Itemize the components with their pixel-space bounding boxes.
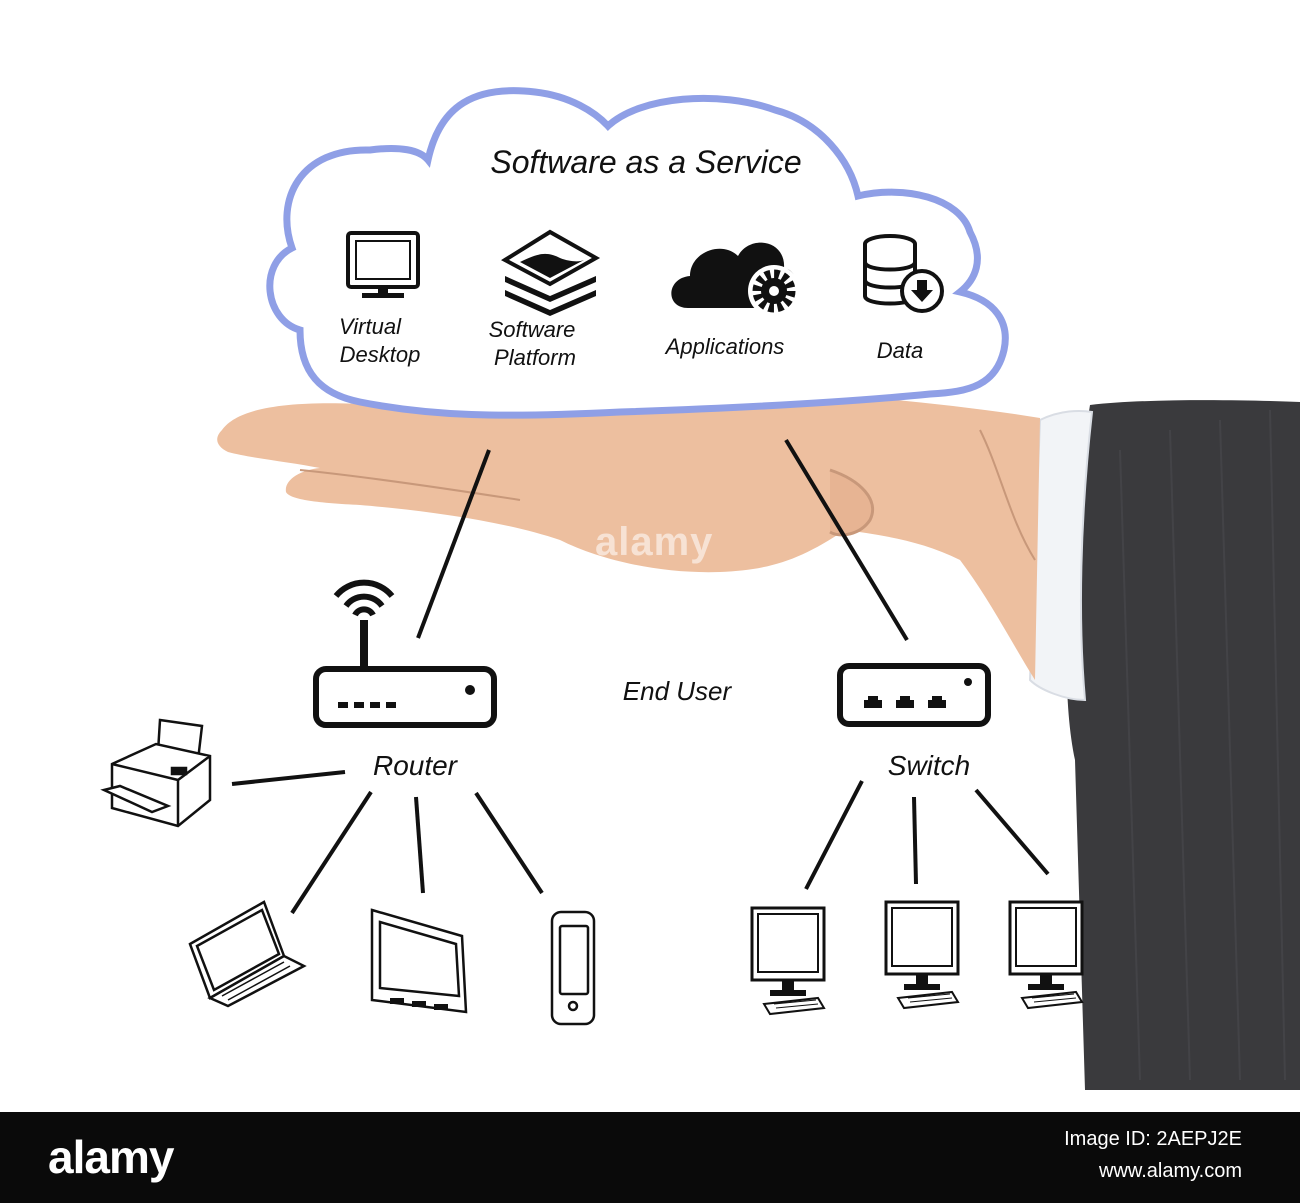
desktop-computer-icon: [884, 900, 960, 1010]
service-label-software: Software: [489, 317, 576, 342]
service-label-desktop: Desktop: [340, 342, 421, 367]
end-user-label: End User: [623, 676, 733, 706]
saas-cloud: [266, 87, 1009, 419]
watermark: alamy: [595, 520, 714, 564]
printer-icon: [100, 718, 212, 828]
footer-image-id: Image ID: 2AEPJ2E: [1064, 1128, 1242, 1150]
arm-sleeve: [1028, 400, 1300, 1090]
cloud-title: Software as a Service: [490, 144, 801, 180]
smartphone-icon: [550, 910, 596, 1026]
connector-lines: [231, 438, 1050, 915]
switch-label: Switch: [888, 750, 970, 781]
wifi-router-icon: [313, 579, 497, 728]
palm-hand: [217, 390, 1040, 680]
layers-icon: [501, 229, 601, 316]
stock-footer: alamy Image ID: 2AEPJ2E www.alamy.com: [0, 1112, 1300, 1203]
service-label-platform: Platform: [494, 345, 576, 370]
network-switch-icon: [837, 663, 991, 727]
laptop-icon: [188, 900, 307, 1008]
desktop-computer-icon: [1008, 900, 1084, 1010]
footer-site-link[interactable]: www.alamy.com: [1099, 1160, 1242, 1182]
footer-logo[interactable]: alamy: [48, 1131, 174, 1183]
database-download-icon: [863, 234, 944, 313]
router-label: Router: [373, 750, 459, 781]
monitor-icon: [346, 231, 420, 298]
service-label-virtual: Virtual: [339, 314, 402, 339]
service-label-data: Data: [877, 338, 923, 363]
desktop-computer-icon: [750, 906, 826, 1016]
tablet-icon: [370, 908, 468, 1014]
service-label-applications: Applications: [664, 334, 785, 359]
cloud-gear-icon: [671, 242, 800, 317]
